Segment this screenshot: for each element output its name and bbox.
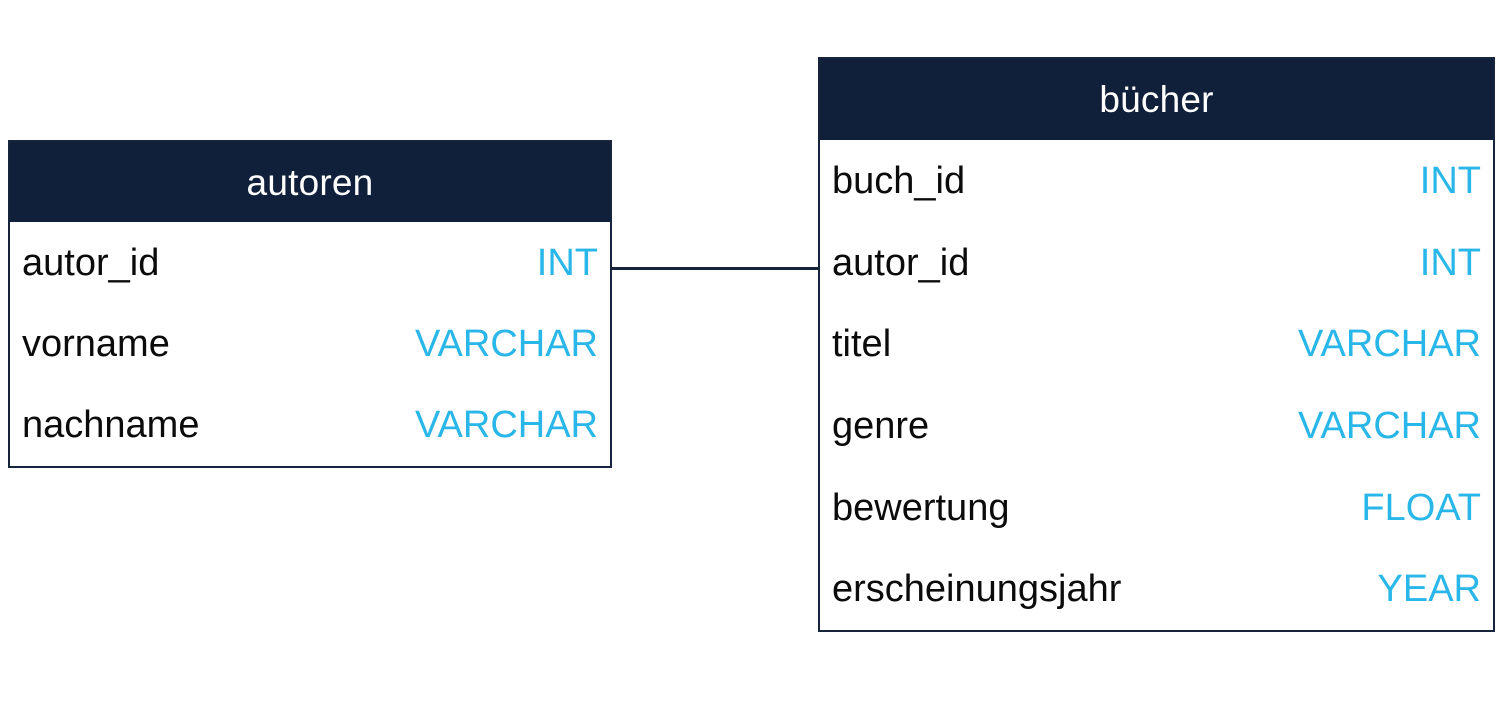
field-row-nachname[interactable]: nachname VARCHAR xyxy=(10,385,610,466)
field-row-buecher-autor-id[interactable]: autor_id INT xyxy=(820,222,1493,304)
field-row-erscheinungsjahr[interactable]: erscheinungsjahr YEAR xyxy=(820,548,1493,630)
field-type-buch-id: INT xyxy=(1419,159,1481,202)
field-name-bewertung: bewertung xyxy=(832,486,1010,529)
field-name-erscheinungsjahr: erscheinungsjahr xyxy=(832,568,1122,611)
field-type-nachname: VARCHAR xyxy=(415,404,598,447)
field-type-titel: VARCHAR xyxy=(1298,323,1481,366)
field-name-vorname: vorname xyxy=(22,322,170,365)
field-type-autor-id: INT xyxy=(536,241,598,284)
entity-body-buecher: buch_id INT autor_id INT titel VARCHAR g… xyxy=(820,140,1493,630)
entity-table-autoren[interactable]: autoren autor_id INT vorname VARCHAR nac… xyxy=(8,140,612,468)
field-name-nachname: nachname xyxy=(22,404,200,447)
relationship-line-autoren-buecher[interactable] xyxy=(610,267,820,270)
field-name-titel: titel xyxy=(832,323,892,366)
field-type-genre: VARCHAR xyxy=(1298,404,1481,447)
entity-table-buecher[interactable]: bücher buch_id INT autor_id INT titel VA… xyxy=(818,57,1495,632)
field-name-genre: genre xyxy=(832,404,930,447)
field-row-autor-id[interactable]: autor_id INT xyxy=(10,222,610,303)
field-row-titel[interactable]: titel VARCHAR xyxy=(820,303,1493,385)
field-type-bewertung: FLOAT xyxy=(1361,486,1481,529)
field-row-bewertung[interactable]: bewertung FLOAT xyxy=(820,467,1493,549)
entity-title-buecher: bücher xyxy=(1099,79,1214,120)
entity-title-autoren: autoren xyxy=(246,161,374,203)
entity-body-autoren: autor_id INT vorname VARCHAR nachname VA… xyxy=(10,222,610,466)
entity-header-buecher: bücher xyxy=(820,59,1493,140)
field-name-buecher-autor-id: autor_id xyxy=(832,241,970,284)
field-row-buch-id[interactable]: buch_id INT xyxy=(820,140,1493,222)
entity-header-autoren: autoren xyxy=(10,142,610,222)
field-type-buecher-autor-id: INT xyxy=(1419,241,1481,284)
field-name-autor-id: autor_id xyxy=(22,241,160,284)
field-row-genre[interactable]: genre VARCHAR xyxy=(820,385,1493,467)
field-row-vorname[interactable]: vorname VARCHAR xyxy=(10,303,610,384)
field-type-erscheinungsjahr: YEAR xyxy=(1377,568,1481,611)
field-name-buch-id: buch_id xyxy=(832,159,966,202)
field-type-vorname: VARCHAR xyxy=(415,322,598,365)
